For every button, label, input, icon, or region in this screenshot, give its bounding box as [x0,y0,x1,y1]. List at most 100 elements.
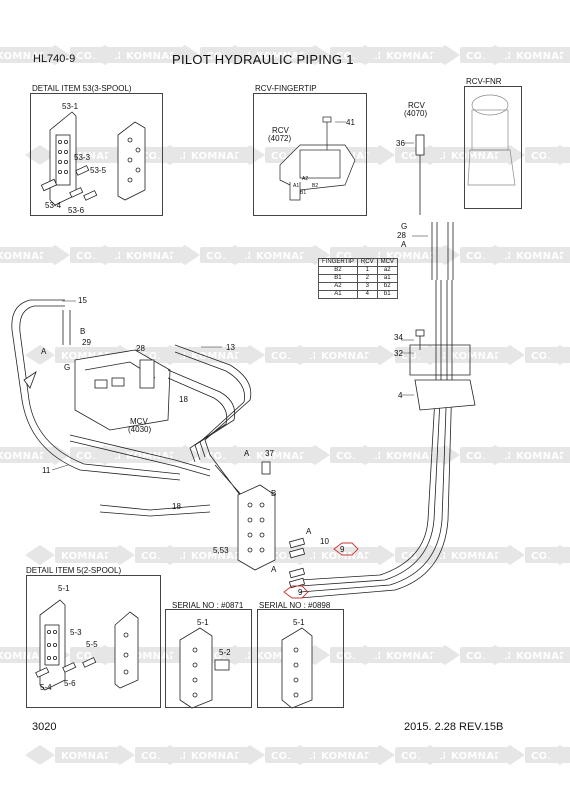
watermark-text: KOMNAPT [386,251,444,262]
watermark-text: KOMNAPT [451,351,509,362]
watermark-logo: KOMNAPT [415,145,509,165]
callout-41: 41 [346,118,355,127]
watermark-logo: KOMNAPT [90,445,184,465]
watermark-text: KOMNAPT [516,251,570,262]
callout-53-5: 53-5 [90,166,107,175]
watermark-text: KOMNAPT [516,451,570,462]
serial-0871-label: SERIAL NO : #0871 [172,601,244,610]
callout-5-1-serial2: 5-1 [293,618,305,627]
callout-29: 29 [82,338,91,347]
watermark-text: KOMNAPT [0,451,54,462]
watermark-logo: KOMNAPT [415,545,509,565]
fingertip-label: RCV-FINGERTIP [255,84,317,93]
table-cell: b2 [376,282,398,291]
hex-marker-9a [333,542,359,556]
rcv-4070-code: (4070) [404,109,428,118]
watermark-text: KOMNAPT [126,51,184,62]
watermark-text: KOMNAPT [61,751,119,762]
fingertip-port-table: FINGERTIP RCV MCV B2 1 a2 B1 2 a1 A2 3 b… [318,258,398,299]
detail-5-drawing [35,599,139,691]
rcv-4070-name: RCV [408,101,425,110]
table-cell: a1 [376,274,398,283]
watermark-text: KOMNAPT [126,651,184,662]
watermark-logo: KOMNAPT [415,345,509,365]
watermark-text: KOMNAPT [61,551,119,562]
port-a2: A2 [302,176,309,182]
watermark-text: KOMNAPT [256,451,314,462]
watermark-text: KOMNAPT [191,551,249,562]
callout-5-1-serial1: 5-1 [197,618,209,627]
model-label: HL740-9 [33,53,76,65]
callout-53-1: 53-1 [62,102,79,111]
watermark-logo: KOMNAPT [90,45,184,65]
callout-10: 10 [320,537,329,546]
watermark-text: KOMNAPT [0,51,54,62]
callout-b-left: B [80,327,86,336]
detail-5-box [26,575,161,708]
callout-9-lower: 9 [298,588,303,597]
detail-5-label: DETAIL ITEM 5(2-SPOOL) [26,566,122,575]
detail-53-label: DETAIL ITEM 53(3-SPOOL) [32,84,132,93]
fnr-box [464,86,522,209]
serial-0871-box [165,609,252,708]
callout-13: 13 [226,343,235,352]
watermark-text: KOMNAPT [191,751,249,762]
watermark-text: KOMNAPT [256,251,314,262]
watermark-logo: KOMNAPT [155,545,249,565]
table-header-row: FINGERTIP RCV MCV [318,258,398,267]
watermark-logo: KOMNAPT [25,745,119,765]
watermark-logo: KOMNAPT [350,445,444,465]
rcv-4070-hoses [299,134,476,599]
callout-32: 32 [394,349,403,358]
watermark-logo: KOMNAPT [0,445,54,465]
leader-lines [51,121,428,471]
watermark-text: KOMNAPT [516,51,570,62]
table-row: B1 2 a1 [318,274,398,283]
port-b2: B2 [312,183,319,189]
fingertip-box [253,93,367,216]
watermark-text: KOMNAPT [451,551,509,562]
callout-11: 11 [42,466,51,475]
watermark-logo: KOMNAPT [350,645,444,665]
watermark-logo: KOMNAPT [220,245,314,265]
callout-18-top: 18 [179,395,188,404]
callout-a-left: A [41,347,47,356]
watermark-logo: KOMNAPT [480,645,570,665]
callout-5-5: 5-5 [86,640,98,649]
callout-53-4: 53-4 [45,201,62,210]
callout-5-1: 5-1 [58,584,70,593]
serial-0871-drawing [179,627,230,709]
callout-9-upper: 9 [340,545,345,554]
watermark-text: KOMNAPT [191,151,249,162]
table-header-cell: FINGERTIP [318,258,358,267]
watermark-text: KOMNAPT [516,651,570,662]
serial-0898-drawing [281,627,313,709]
callout-53-6: 53-6 [68,206,85,215]
table-cell: B1 [318,274,358,283]
callout-a-lower: A [271,565,277,574]
watermark-text: KOMNAPT [451,151,509,162]
watermark-logo: KOMNAPT [350,45,444,65]
watermark-text: KOMNAPT [321,751,379,762]
watermark-logo: KOMNAPT [220,45,314,65]
callout-5-6: 5-6 [64,679,76,688]
serial-0898-box [257,609,344,708]
table-header-cell: RCV [356,258,378,267]
mcv-hoses [69,344,252,517]
table-cell: A2 [318,282,358,291]
callout-5-4: 5-4 [40,683,52,692]
watermark-logo: KOMNAPT [480,245,570,265]
table-cell: A1 [318,290,358,299]
watermark-layer: KOMNAPTCOMPARTKOMNAPTCOMPARTKOMNAPTCOMPA… [0,45,570,765]
watermark-logo: KOMNAPT [285,345,379,365]
valve-block-drawing [237,461,306,589]
left-hose-loop [11,299,181,481]
watermark-logo: KOMNAPT [25,145,119,165]
watermark-logo: KOMNAPT [285,545,379,565]
callout-g-left: G [64,363,71,372]
watermark-text: KOMNAPT [191,351,249,362]
callout-5-53: 5,53 [213,546,229,555]
callout-28-top: 28 [397,231,406,240]
callout-a-top: A [401,240,407,249]
table-cell: 4 [356,290,378,299]
